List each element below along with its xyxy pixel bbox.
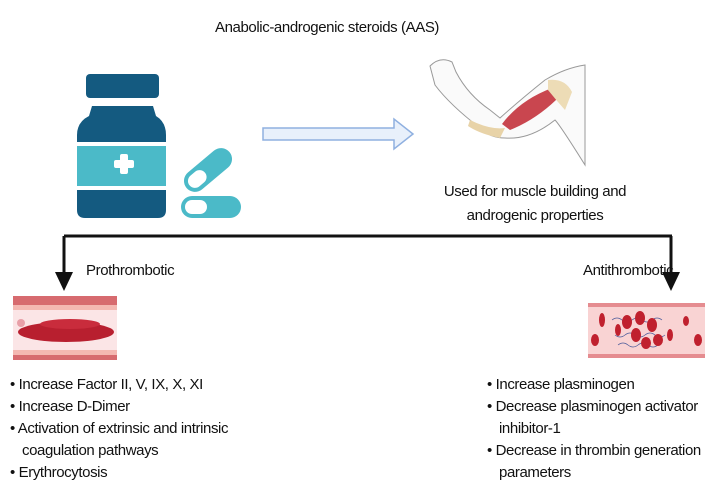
- list-item: Increase plasminogen: [487, 374, 717, 396]
- aas-use-caption: Used for muscle building and androgenic …: [443, 183, 627, 224]
- flexed-arm-muscle-illustration: [429, 59, 586, 167]
- antithrombotic-effects-list: Increase plasminogen Decrease plasminoge…: [487, 374, 717, 484]
- antithrombotic-label: Antithrombotic: [583, 262, 674, 279]
- list-item: Decrease in thrombin generation paramete…: [487, 440, 717, 484]
- capsule-pills-icon: [181, 148, 241, 218]
- list-item: Increase Factor II, V, IX, X, XI: [10, 374, 300, 396]
- diagram-title: Anabolic-androgenic steroids (AAS): [215, 19, 440, 36]
- prothrombotic-label: Prothrombotic: [86, 262, 175, 279]
- list-item: Erythrocytosis: [10, 462, 300, 484]
- list-item: Activation of extrinsic and intrinsic co…: [10, 418, 300, 462]
- list-item: Increase D-Dimer: [10, 396, 300, 418]
- medicine-bottle-icon: [77, 74, 166, 218]
- down-arrow-icon: [55, 272, 73, 291]
- list-item: Decrease plasminogen activator inhibitor…: [487, 396, 717, 440]
- branch-connector: [62, 234, 673, 275]
- down-arrow-icon: [662, 272, 680, 291]
- right-arrow-icon: [262, 117, 415, 151]
- prothrombotic-effects-list: Increase Factor II, V, IX, X, XI Increas…: [10, 374, 300, 484]
- blood-clot-vessel-illustration: [13, 296, 117, 360]
- fibrinolysis-vessel-illustration: [588, 303, 705, 358]
